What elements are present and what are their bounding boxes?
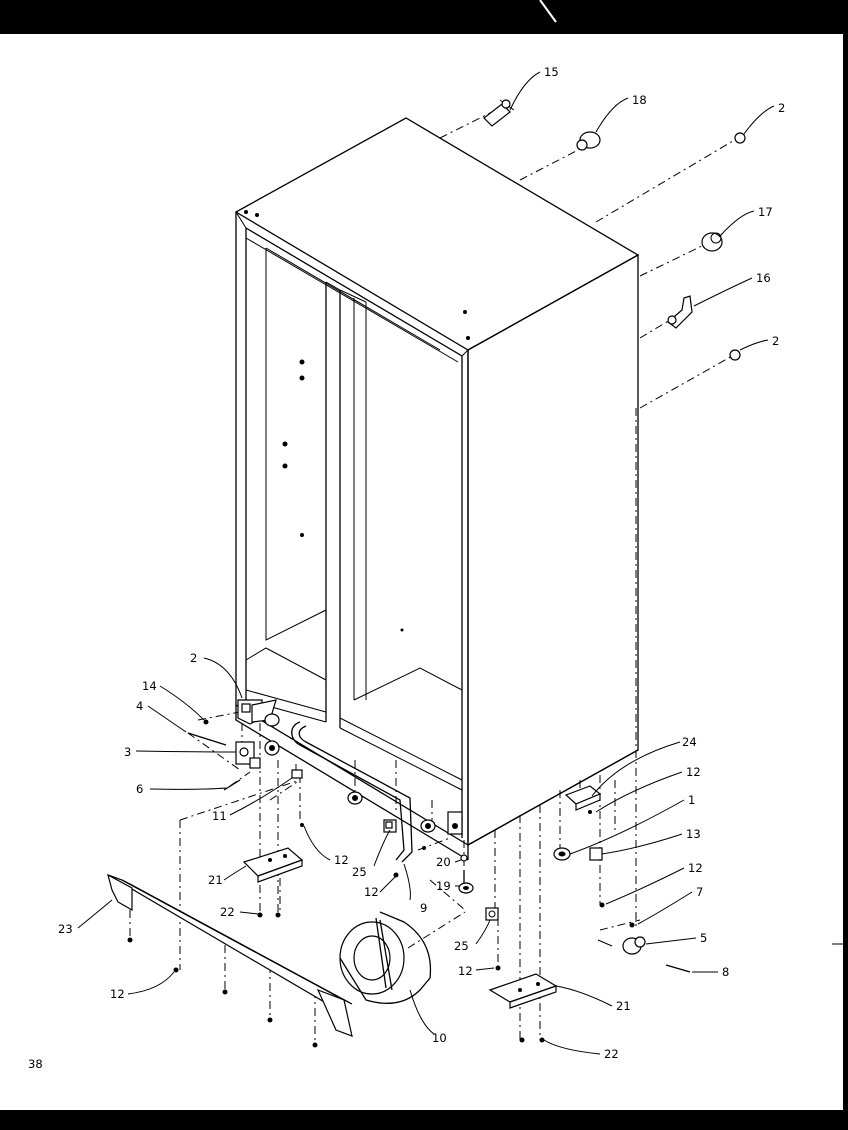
cabinet [234,117,640,861]
callout-2-top: 2 [778,101,785,115]
scan-border-right [843,0,848,1130]
callout-11: 11 [212,809,227,823]
scan-artifact [539,0,557,23]
part-8-screw [665,964,691,973]
callout-9: 9 [420,901,427,915]
parts [107,99,846,1048]
callout-25-left: 25 [352,865,367,879]
part-21-bracket-right [488,973,558,1009]
part-15-hinge-pin [483,99,515,127]
callout-12-center: 12 [334,853,349,867]
part-17-cap [701,232,723,252]
part-4-screw [187,732,227,746]
part-drain-tube [291,721,413,863]
part-hinge-bracket-left [237,699,280,756]
callout-12-lower: 12 [364,885,379,899]
part-11-clip [291,764,303,779]
part-2-washer-right [729,349,741,361]
part-6-screw [223,779,241,791]
callout-3: 3 [124,745,131,759]
part-screws [127,810,605,1048]
callout-16: 16 [756,271,771,285]
part-21-bracket-left [242,847,304,883]
part-2-washer-top [734,132,746,144]
scan-border-top [0,0,848,34]
callout-23: 23 [58,922,73,936]
part-18-bushing [576,131,601,151]
callout-20: 20 [436,855,451,869]
callout-21-right: 21 [616,999,631,1013]
callout-labels: 15 18 2 17 16 2 2 14 4 3 6 11 12 21 25 1… [58,65,785,1061]
callout-1: 1 [688,793,695,807]
callout-22-right: 22 [604,1047,619,1061]
part-19-leveling-leg [458,854,474,894]
part-13-clip [589,847,603,861]
callout-15: 15 [544,65,559,79]
callout-22-left: 22 [220,905,235,919]
part-1-leveling-foot [553,847,571,861]
part-23-kickplate [107,873,353,1037]
callout-17: 17 [758,205,773,219]
callout-2-right: 2 [772,334,779,348]
part-10-drain-pan [339,911,432,1004]
callout-6: 6 [136,782,143,796]
callout-14: 14 [142,679,157,693]
part-16-bracket [667,295,693,329]
callout-8: 8 [722,965,729,979]
callout-19: 19 [436,879,451,893]
part-7-washer [629,922,635,928]
part-3-hinge [235,741,261,769]
callout-5: 5 [700,931,707,945]
part-14-screw [203,719,209,725]
cabinet-top [234,117,640,351]
callout-2-left: 2 [190,651,197,665]
callout-12-left: 12 [110,987,125,1001]
part-25-clip-right [485,907,499,921]
callout-7: 7 [696,885,703,899]
callout-24: 24 [682,735,697,749]
page-number: 38 [28,1057,43,1071]
callout-12-right: 12 [688,861,703,875]
callout-10: 10 [432,1031,447,1045]
callout-21-left: 21 [208,873,223,887]
part-leveling-feet [347,791,463,835]
callout-13: 13 [686,827,701,841]
callout-12-right-top: 12 [686,765,701,779]
cabinet-side [467,253,639,847]
callout-12-bottom: 12 [458,964,473,978]
part-25-clip-left [383,819,397,833]
part-5-roller [622,936,646,955]
scan-border-bottom [0,1110,848,1130]
leader-lines [77,71,775,1055]
callout-4: 4 [136,699,143,713]
callout-25-right: 25 [454,939,469,953]
part-24-bracket [564,785,602,811]
callout-18: 18 [632,93,647,107]
